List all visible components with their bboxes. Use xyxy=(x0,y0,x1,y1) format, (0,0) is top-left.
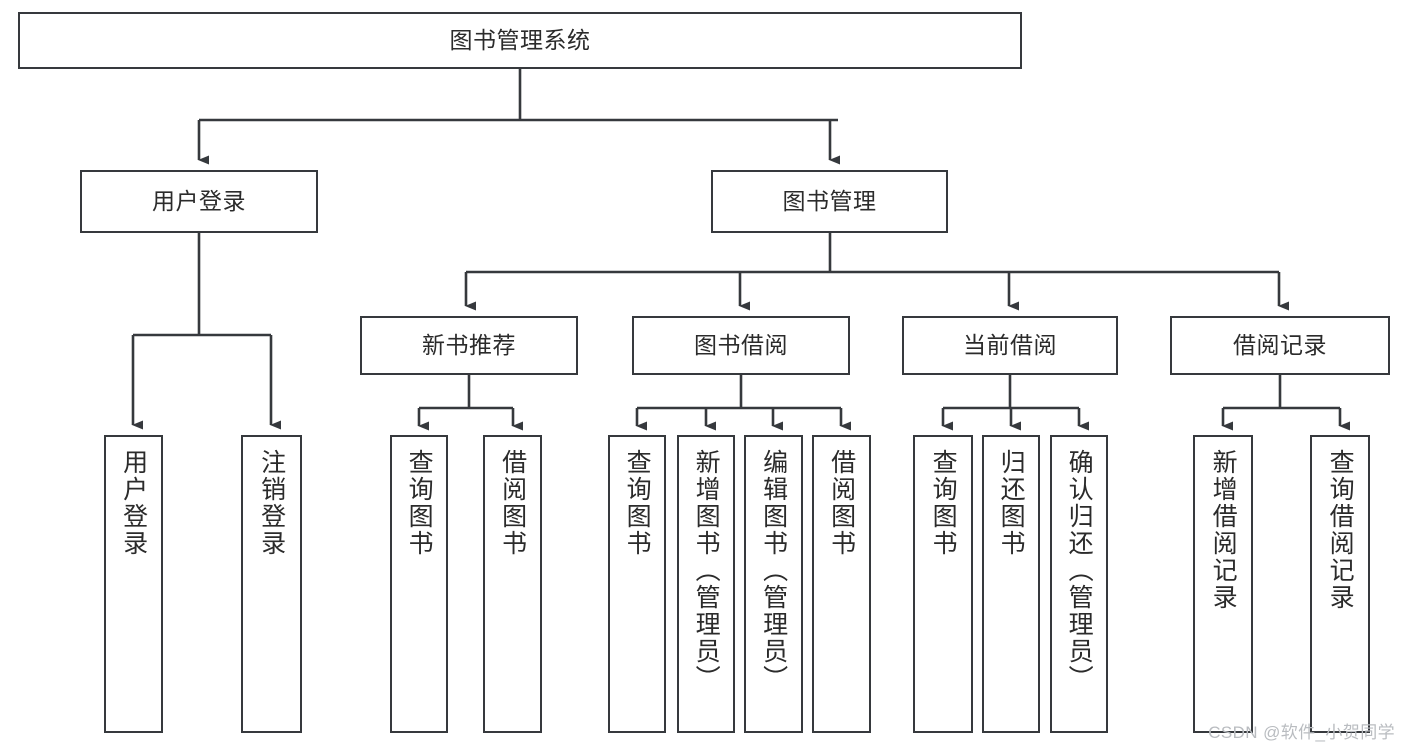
node-leaf-add-book-admin-label: 新增图书（管理员） xyxy=(692,449,721,692)
node-current-borrow[interactable]: 当前借阅 xyxy=(902,316,1118,375)
node-book-borrow-label: 图书借阅 xyxy=(694,331,788,358)
node-new-book-recommend-label: 新书推荐 xyxy=(422,331,516,358)
node-root-label: 图书管理系统 xyxy=(449,26,591,53)
node-leaf-confirm-return-admin-label: 确认归还（管理员） xyxy=(1065,449,1094,692)
node-leaf-logout[interactable]: 注销登录 xyxy=(241,435,302,733)
node-leaf-borrow-book-label: 借阅图书 xyxy=(827,449,856,557)
node-leaf-user-login-label: 用户登录 xyxy=(119,449,148,557)
node-leaf-query-borrow-record-label: 查询借阅记录 xyxy=(1326,449,1355,611)
node-user-login[interactable]: 用户登录 xyxy=(80,170,318,233)
node-borrow-record[interactable]: 借阅记录 xyxy=(1170,316,1390,375)
node-new-book-recommend[interactable]: 新书推荐 xyxy=(360,316,578,375)
node-book-borrow[interactable]: 图书借阅 xyxy=(632,316,850,375)
csdn-watermark: CSDN @软件_小贺同学 xyxy=(1208,723,1395,742)
node-current-borrow-label: 当前借阅 xyxy=(963,331,1057,358)
node-leaf-add-borrow-record-label: 新增借阅记录 xyxy=(1209,449,1238,611)
node-leaf-confirm-return-admin[interactable]: 确认归还（管理员） xyxy=(1050,435,1108,733)
node-leaf-query-book-recommend[interactable]: 查询图书 xyxy=(390,435,448,733)
node-leaf-borrow-book-recommend[interactable]: 借阅图书 xyxy=(483,435,542,733)
node-book-manage[interactable]: 图书管理 xyxy=(711,170,948,233)
node-leaf-user-login[interactable]: 用户登录 xyxy=(104,435,163,733)
node-leaf-query-book-current[interactable]: 查询图书 xyxy=(913,435,973,733)
node-leaf-add-book-admin[interactable]: 新增图书（管理员） xyxy=(677,435,735,733)
node-leaf-add-borrow-record[interactable]: 新增借阅记录 xyxy=(1193,435,1253,733)
node-borrow-record-label: 借阅记录 xyxy=(1233,331,1327,358)
node-leaf-logout-label: 注销登录 xyxy=(257,449,286,557)
node-leaf-return-book[interactable]: 归还图书 xyxy=(982,435,1040,733)
node-leaf-query-book-recommend-label: 查询图书 xyxy=(405,449,434,557)
node-leaf-query-book-borrow[interactable]: 查询图书 xyxy=(608,435,666,733)
node-user-login-label: 用户登录 xyxy=(152,187,246,214)
node-root[interactable]: 图书管理系统 xyxy=(18,12,1022,69)
node-book-manage-label: 图书管理 xyxy=(782,187,877,214)
node-leaf-borrow-book[interactable]: 借阅图书 xyxy=(812,435,871,733)
node-leaf-borrow-book-recommend-label: 借阅图书 xyxy=(498,449,527,557)
node-leaf-query-book-current-label: 查询图书 xyxy=(929,449,958,557)
node-leaf-edit-book-admin-label: 编辑图书（管理员） xyxy=(759,449,788,692)
node-leaf-query-book-borrow-label: 查询图书 xyxy=(623,449,652,557)
node-leaf-query-borrow-record[interactable]: 查询借阅记录 xyxy=(1310,435,1370,733)
node-leaf-return-book-label: 归还图书 xyxy=(997,449,1026,557)
node-leaf-edit-book-admin[interactable]: 编辑图书（管理员） xyxy=(744,435,803,733)
